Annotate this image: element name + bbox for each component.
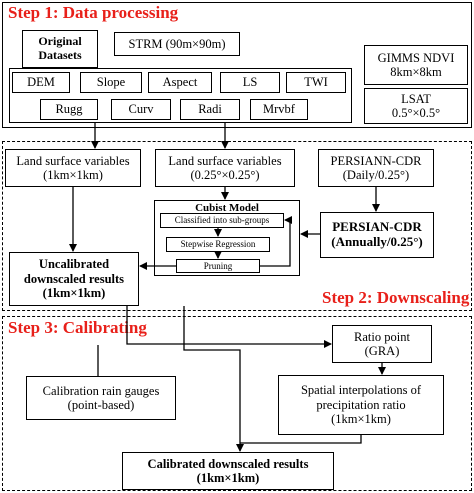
variable-label: Mrvbf <box>263 102 295 117</box>
step2-title: Step 2: Downscaling <box>322 288 470 307</box>
lsv-coarse-box: Land surface variables (0.25°×0.25°) <box>155 149 295 187</box>
lsat-label: LSAT <box>401 91 431 106</box>
lsv-coarse-label: Land surface variables <box>168 153 282 168</box>
lsat-box: LSAT 0.5°×0.5° <box>364 88 468 124</box>
ratio-point-label: Ratio point <box>354 329 410 344</box>
cubist-step-pruning: Pruning <box>176 259 260 273</box>
strm-label: STRM (90m×90m) <box>128 36 226 51</box>
variable-box-radi: Radi <box>180 99 240 120</box>
persian-annual-resolution: (Annually/0.25°) <box>331 234 423 249</box>
variable-box-aspect: Aspect <box>148 72 212 93</box>
cubist-step-classify: Classified into sub-groups <box>160 213 284 228</box>
persiann-daily-label: PERSIANN-CDR <box>330 153 422 168</box>
variable-box-slope: Slope <box>80 72 142 93</box>
variable-label: LS <box>242 75 258 90</box>
persiann-daily-box: PERSIANN-CDR (Daily/0.25°) <box>318 149 434 187</box>
lsv-fine-box: Land surface variables (1km×1km) <box>5 149 141 187</box>
original-datasets-box: Original Datasets <box>22 30 98 68</box>
variable-box-twi: TWI <box>286 72 346 93</box>
spatial-interp-box: Spatial interpolations of precipitation … <box>278 375 444 435</box>
uncalibrated-resolution: (1km×1km) <box>42 286 106 301</box>
variable-label: TWI <box>304 75 328 90</box>
calibrated-result-box: Calibrated downscaled results (1km×1km) <box>122 452 334 490</box>
variable-label: Aspect <box>162 75 198 90</box>
variable-label: Rugg <box>55 102 83 117</box>
original-datasets-label: Original Datasets <box>38 34 82 62</box>
step3-title: Step 3: Calibrating <box>8 318 147 337</box>
rain-gauges-label: Calibration rain gauges <box>42 383 160 398</box>
calibrated-result-label: Calibrated downscaled results <box>147 456 309 471</box>
spatial-interp-resolution: (1km×1km) <box>331 412 391 427</box>
variable-label: Curv <box>128 102 154 117</box>
strm-box: STRM (90m×90m) <box>114 32 240 56</box>
uncalibrated-label-1: Uncalibrated <box>38 257 110 272</box>
variable-box-curv: Curv <box>111 99 171 120</box>
lsat-resolution: 0.5°×0.5° <box>391 106 441 120</box>
cubist-step-regression: Stepwise Regression <box>166 237 270 252</box>
cubist-step-regression-label: Stepwise Regression <box>180 239 256 250</box>
uncalibrated-label-2: downscaled results <box>23 271 125 286</box>
step1-frame <box>2 2 472 128</box>
variable-label: Slope <box>96 75 126 90</box>
cubist-model-title: Cubist Model <box>195 202 259 214</box>
lsv-fine-resolution: (1km×1km) <box>43 168 103 182</box>
lsv-coarse-resolution: (0.25°×0.25°) <box>190 168 260 182</box>
persian-annual-label: PERSIAN-CDR <box>332 219 422 235</box>
rain-gauges-box: Calibration rain gauges (point-based) <box>26 376 176 420</box>
variable-box-dem: DEM <box>12 72 70 93</box>
cubist-step-pruning-label: Pruning <box>203 260 233 271</box>
variable-box-rugg: Rugg <box>40 99 98 120</box>
spatial-interp-label-1: Spatial interpolations of <box>300 383 422 398</box>
uncalibrated-box: Uncalibrated downscaled results (1km×1km… <box>9 252 139 306</box>
step1-title: Step 1: Data processing <box>8 3 179 22</box>
gimms-box: GIMMS NDVI 8km×8km <box>364 45 468 85</box>
gimms-label: GIMMS NDVI <box>377 50 455 65</box>
spatial-interp-label-2: precipitation ratio <box>316 397 406 412</box>
variable-label: Radi <box>198 102 222 117</box>
variables-group <box>9 68 352 123</box>
cubist-step-classify-label: Classified into sub-groups <box>174 215 270 226</box>
variable-box-ls: LS <box>220 72 280 93</box>
lsv-fine-label: Land surface variables <box>16 153 130 168</box>
persian-annual-box: PERSIAN-CDR (Annually/0.25°) <box>320 212 434 258</box>
ratio-point-method: (GRA) <box>364 344 400 358</box>
rain-gauges-type: (point-based) <box>67 398 135 412</box>
persiann-daily-resolution: (Daily/0.25°) <box>342 168 410 182</box>
gimms-resolution: 8km×8km <box>390 65 442 79</box>
variable-label: DEM <box>27 75 55 90</box>
calibrated-result-resolution: (1km×1km) <box>196 471 260 485</box>
variable-box-mrvbf: Mrvbf <box>250 99 308 120</box>
ratio-point-box: Ratio point (GRA) <box>332 325 432 363</box>
